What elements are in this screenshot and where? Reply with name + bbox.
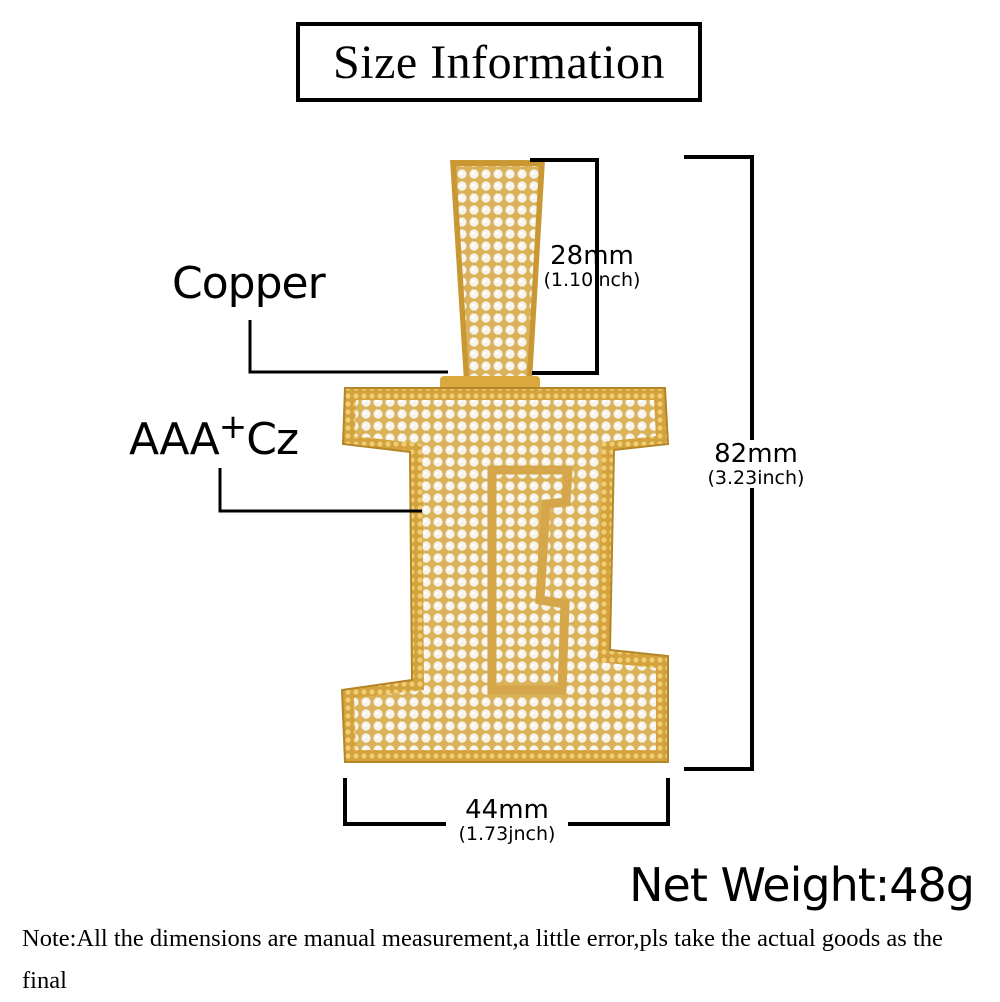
width-mm: 44mm: [465, 795, 549, 825]
total-height-inch: (3.23inch): [707, 467, 805, 489]
bail-height-inch: (1.10inch): [543, 269, 641, 291]
bail-height-label: 28mm (1.10inch): [532, 242, 652, 290]
stone-pointer-line: [218, 468, 422, 513]
page-title: Size Information: [333, 35, 665, 89]
copper-pointer-line: [248, 320, 448, 374]
width-label: 44mm (1.73jnch): [446, 796, 568, 844]
stone-label: AAA+Cz: [129, 407, 299, 465]
bail-height-mm: 28mm: [550, 241, 634, 271]
title-box: Size Information: [296, 22, 702, 102]
stone-label-prefix: AAA: [129, 414, 220, 465]
stone-label-plus: +: [218, 407, 247, 447]
total-height-label: 82mm (3.23inch): [700, 440, 812, 488]
material-label: Copper: [172, 258, 326, 309]
total-height-mm: 82mm: [714, 439, 798, 469]
pendant-letter-i: [340, 387, 670, 763]
width-inch: (1.73jnch): [458, 823, 556, 845]
note-text: Note:All the dimensions are manual measu…: [22, 925, 943, 994]
net-weight: Net Weight:48g: [629, 858, 975, 912]
pendant-bail: [440, 160, 545, 390]
stone-label-suffix: Cz: [246, 414, 299, 465]
bail-height-bracket: [530, 158, 599, 375]
